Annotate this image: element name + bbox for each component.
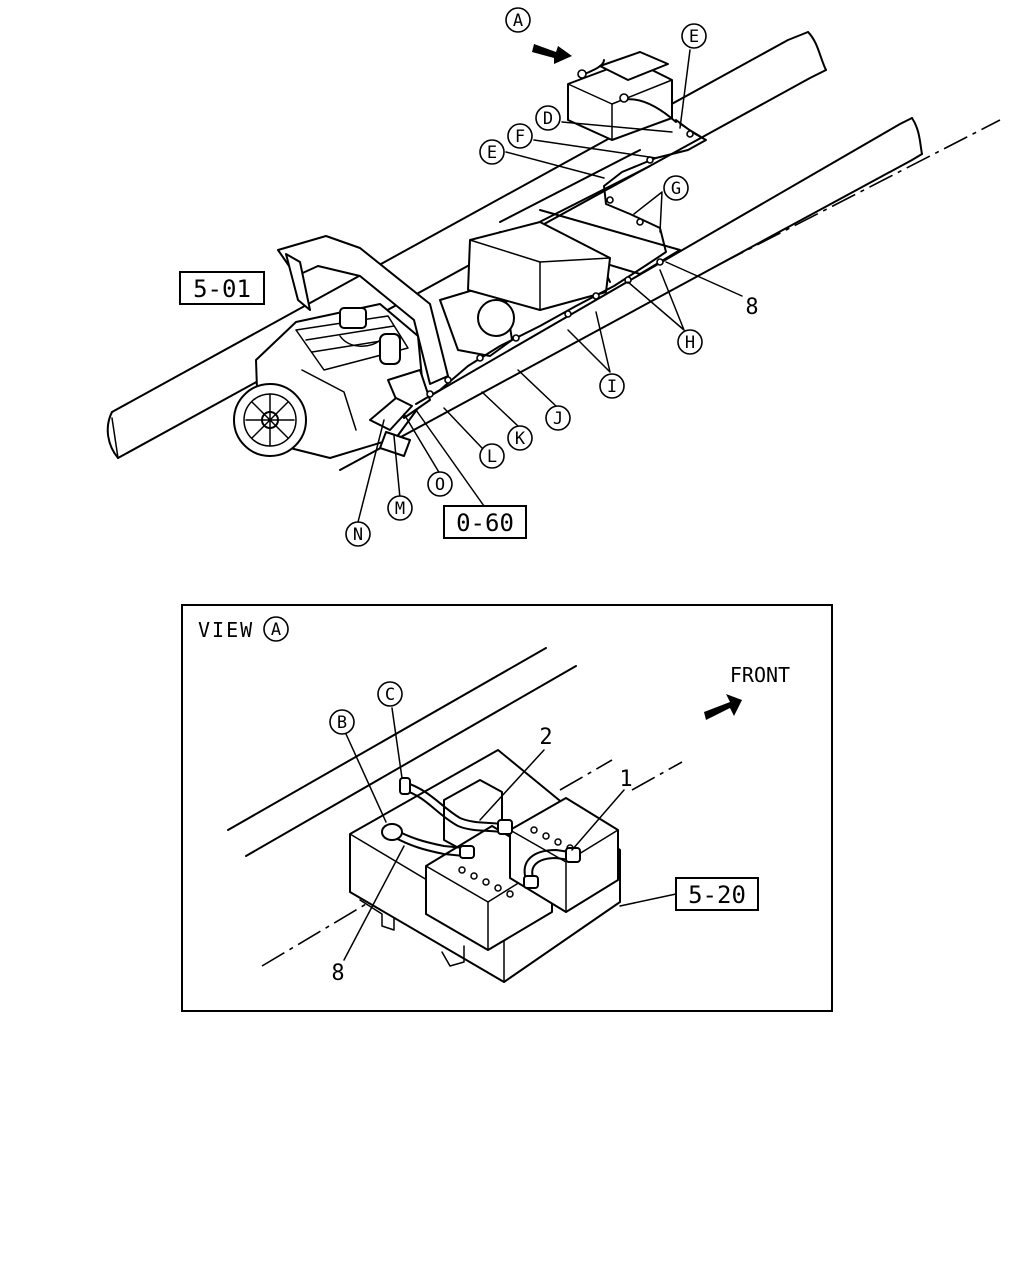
leader-lines-top <box>217 49 743 523</box>
callout-d: D <box>535 105 561 131</box>
view-callout-2: 2 <box>539 725 552 750</box>
callout-j: J <box>545 405 571 431</box>
svg-text:8: 8 <box>745 295 758 320</box>
callout-o: O <box>427 471 453 497</box>
svg-text:H: H <box>685 333 695 353</box>
svg-text:F: F <box>515 127 525 147</box>
svg-text:5-01: 5-01 <box>193 275 251 303</box>
battery-box-top <box>567 51 677 141</box>
callout-h: H <box>677 329 703 355</box>
view-frame-rails <box>227 647 683 967</box>
svg-text:VIEW: VIEW <box>198 618 254 642</box>
callout-g: G <box>663 175 689 201</box>
callout-e-top: E <box>681 23 707 49</box>
view-callout-8: 8 <box>331 961 344 986</box>
leader-lines-view <box>343 707 677 961</box>
ref-box-5-01: 5-01 <box>179 271 265 305</box>
callout-n: N <box>345 521 371 547</box>
svg-text:FRONT: FRONT <box>730 663 790 687</box>
svg-text:C: C <box>385 685 395 705</box>
callout-e-left: E <box>479 139 505 165</box>
view-callout-c: C <box>377 681 403 707</box>
callout-l: L <box>479 443 505 469</box>
svg-text:L: L <box>487 447 497 467</box>
svg-text:G: G <box>671 179 681 199</box>
svg-text:M: M <box>395 499 405 519</box>
ref-box-0-60: 0-60 <box>443 505 527 539</box>
svg-text:A: A <box>271 620 281 640</box>
front-indicator: FRONT <box>704 663 790 720</box>
ref-box-5-20: 5-20 <box>675 877 759 911</box>
svg-text:1: 1 <box>619 767 632 792</box>
view-callout-1: 1 <box>619 767 632 792</box>
callout-8-top: 8 <box>745 295 758 320</box>
svg-text:N: N <box>353 525 363 545</box>
callout-a: A <box>505 7 531 33</box>
battery-cables <box>381 777 581 889</box>
svg-text:D: D <box>543 109 553 129</box>
view-a-label: VIEW A <box>198 616 289 642</box>
callout-i: I <box>599 373 625 399</box>
svg-text:0-60: 0-60 <box>456 509 514 537</box>
transmission-housing <box>277 221 611 385</box>
engine <box>233 303 431 459</box>
svg-text:E: E <box>487 143 497 163</box>
svg-text:K: K <box>515 429 526 449</box>
svg-text:B: B <box>337 713 347 733</box>
svg-text:5-20: 5-20 <box>688 881 746 909</box>
svg-text:8: 8 <box>331 961 344 986</box>
callout-f: F <box>507 123 533 149</box>
svg-text:I: I <box>607 377 617 397</box>
svg-text:J: J <box>553 409 563 429</box>
callout-k: K <box>507 425 533 451</box>
view-arrow <box>532 44 572 64</box>
callout-m: M <box>387 495 413 521</box>
svg-text:A: A <box>513 11 523 31</box>
svg-text:2: 2 <box>539 725 552 750</box>
svg-text:E: E <box>689 27 699 47</box>
svg-text:O: O <box>435 475 445 495</box>
view-callout-b: B <box>329 709 355 735</box>
